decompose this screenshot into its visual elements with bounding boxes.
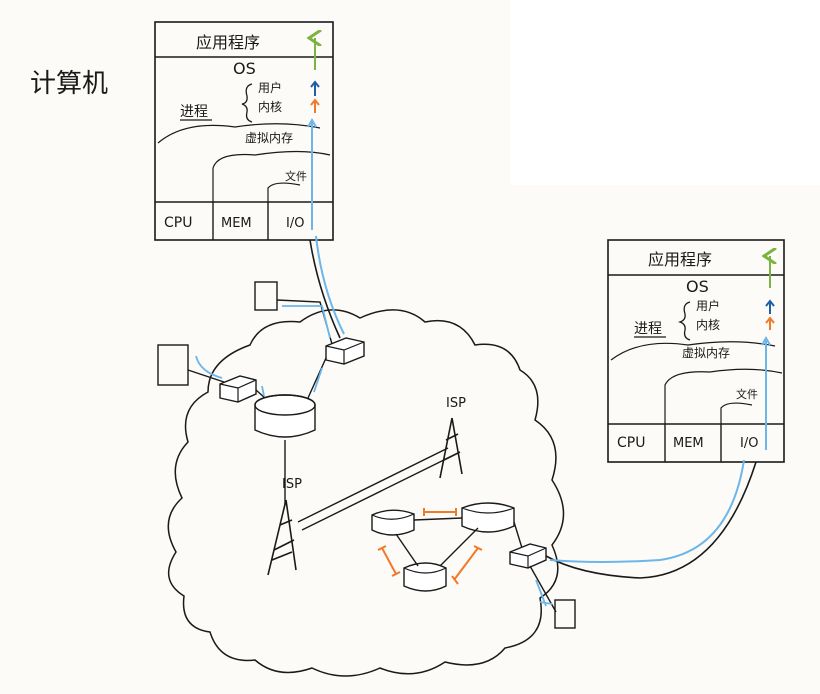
computer-1: 应用程序 OS 进程 用户 内核 虚拟内存 文件 CPU MEM I/O — [154, 21, 334, 241]
isp-right-tower — [439, 417, 463, 479]
computer-1-process-label: 进程 — [180, 104, 208, 120]
computer-1-brace — [241, 83, 253, 123]
link-edge-to-c2 — [545, 461, 757, 579]
computer-1-trace-up — [307, 117, 317, 230]
link-switches-router — [255, 357, 327, 399]
computer-2-frame — [607, 239, 785, 463]
computer-1-cpu-label: CPU — [164, 215, 192, 231]
computer-2-file-label: 文件 — [736, 387, 758, 401]
computer-2-user-label: 用户 — [696, 298, 720, 313]
computer-1-user-label: 用户 — [258, 80, 282, 95]
router-r2 — [461, 502, 515, 533]
computer-2-file-curve — [720, 402, 753, 424]
trace-edge-to-c2 — [549, 459, 745, 563]
switch-top — [325, 337, 365, 365]
page-title: 计算机 — [30, 69, 108, 99]
computer-2-vmem-label: 虚拟内存 — [682, 346, 730, 360]
computer-1-io-label: I/O — [286, 216, 304, 231]
computer-1-blue-arrow — [310, 80, 320, 96]
computer-2-process-label: 进程 — [634, 321, 662, 337]
trace-host-top — [282, 305, 331, 339]
computer-1-kernel-curve — [157, 123, 321, 144]
isp-left-label: ISP — [282, 477, 302, 492]
computer-1-file-label: 文件 — [285, 169, 307, 183]
links-isp-routers — [395, 517, 523, 567]
computer-2-mem-label: MEM — [673, 436, 704, 451]
computer-1-mem-label: MEM — [221, 216, 252, 231]
router-main — [254, 394, 316, 438]
host-left — [157, 344, 189, 386]
computer-2: 应用程序 OS 进程 用户 内核 虚拟内存 文件 CPU MEM I/O — [607, 239, 785, 463]
computer-1-app-label: 应用程序 — [196, 33, 260, 52]
computer-1-vmem-label: 虚拟内存 — [245, 131, 293, 145]
host-bottom — [554, 599, 576, 629]
computer-1-orange-arrow — [310, 98, 320, 113]
isp-right-label: ISP — [446, 396, 466, 411]
computer-2-os-label: OS — [686, 277, 709, 296]
computer-2-cpu-label: CPU — [617, 435, 645, 451]
trace-host-left — [195, 355, 223, 379]
host-top — [254, 281, 278, 311]
router-r1 — [371, 509, 415, 536]
link-c1-to-switch — [309, 239, 341, 339]
trace-c1-to-switch — [315, 235, 345, 335]
computer-2-trace-up — [761, 335, 771, 450]
computer-2-app-label: 应用程序 — [648, 250, 712, 269]
switch-left — [219, 375, 257, 403]
isp-backbone-link — [297, 447, 453, 531]
trace-host-bottom — [535, 579, 553, 607]
computer-2-kernel-label: 内核 — [696, 318, 720, 332]
link-host-bottom — [529, 565, 557, 613]
computer-2-blue-arrow — [765, 299, 775, 314]
computer-1-file-curve — [267, 182, 301, 202]
computer-2-vmem-curve — [664, 368, 783, 424]
computer-1-os-label: OS — [233, 59, 256, 78]
computer-2-orange-arrow — [765, 316, 775, 330]
computer-2-brace — [677, 301, 691, 341]
computer-2-kernel-curve — [610, 341, 776, 361]
trace-switches-router — [261, 367, 323, 397]
isp-left-tower — [267, 499, 297, 576]
computer-1-kernel-label: 内核 — [258, 100, 282, 114]
internet-cloud — [167, 309, 565, 677]
orange-links-isp-routers — [377, 508, 483, 585]
computer-2-io-label: I/O — [740, 436, 758, 451]
link-host-left — [187, 369, 225, 383]
switch-edge — [509, 543, 547, 569]
computer-1-vmem-curve — [212, 150, 331, 202]
router-r3 — [403, 562, 447, 592]
computer-1-frame — [154, 21, 334, 241]
